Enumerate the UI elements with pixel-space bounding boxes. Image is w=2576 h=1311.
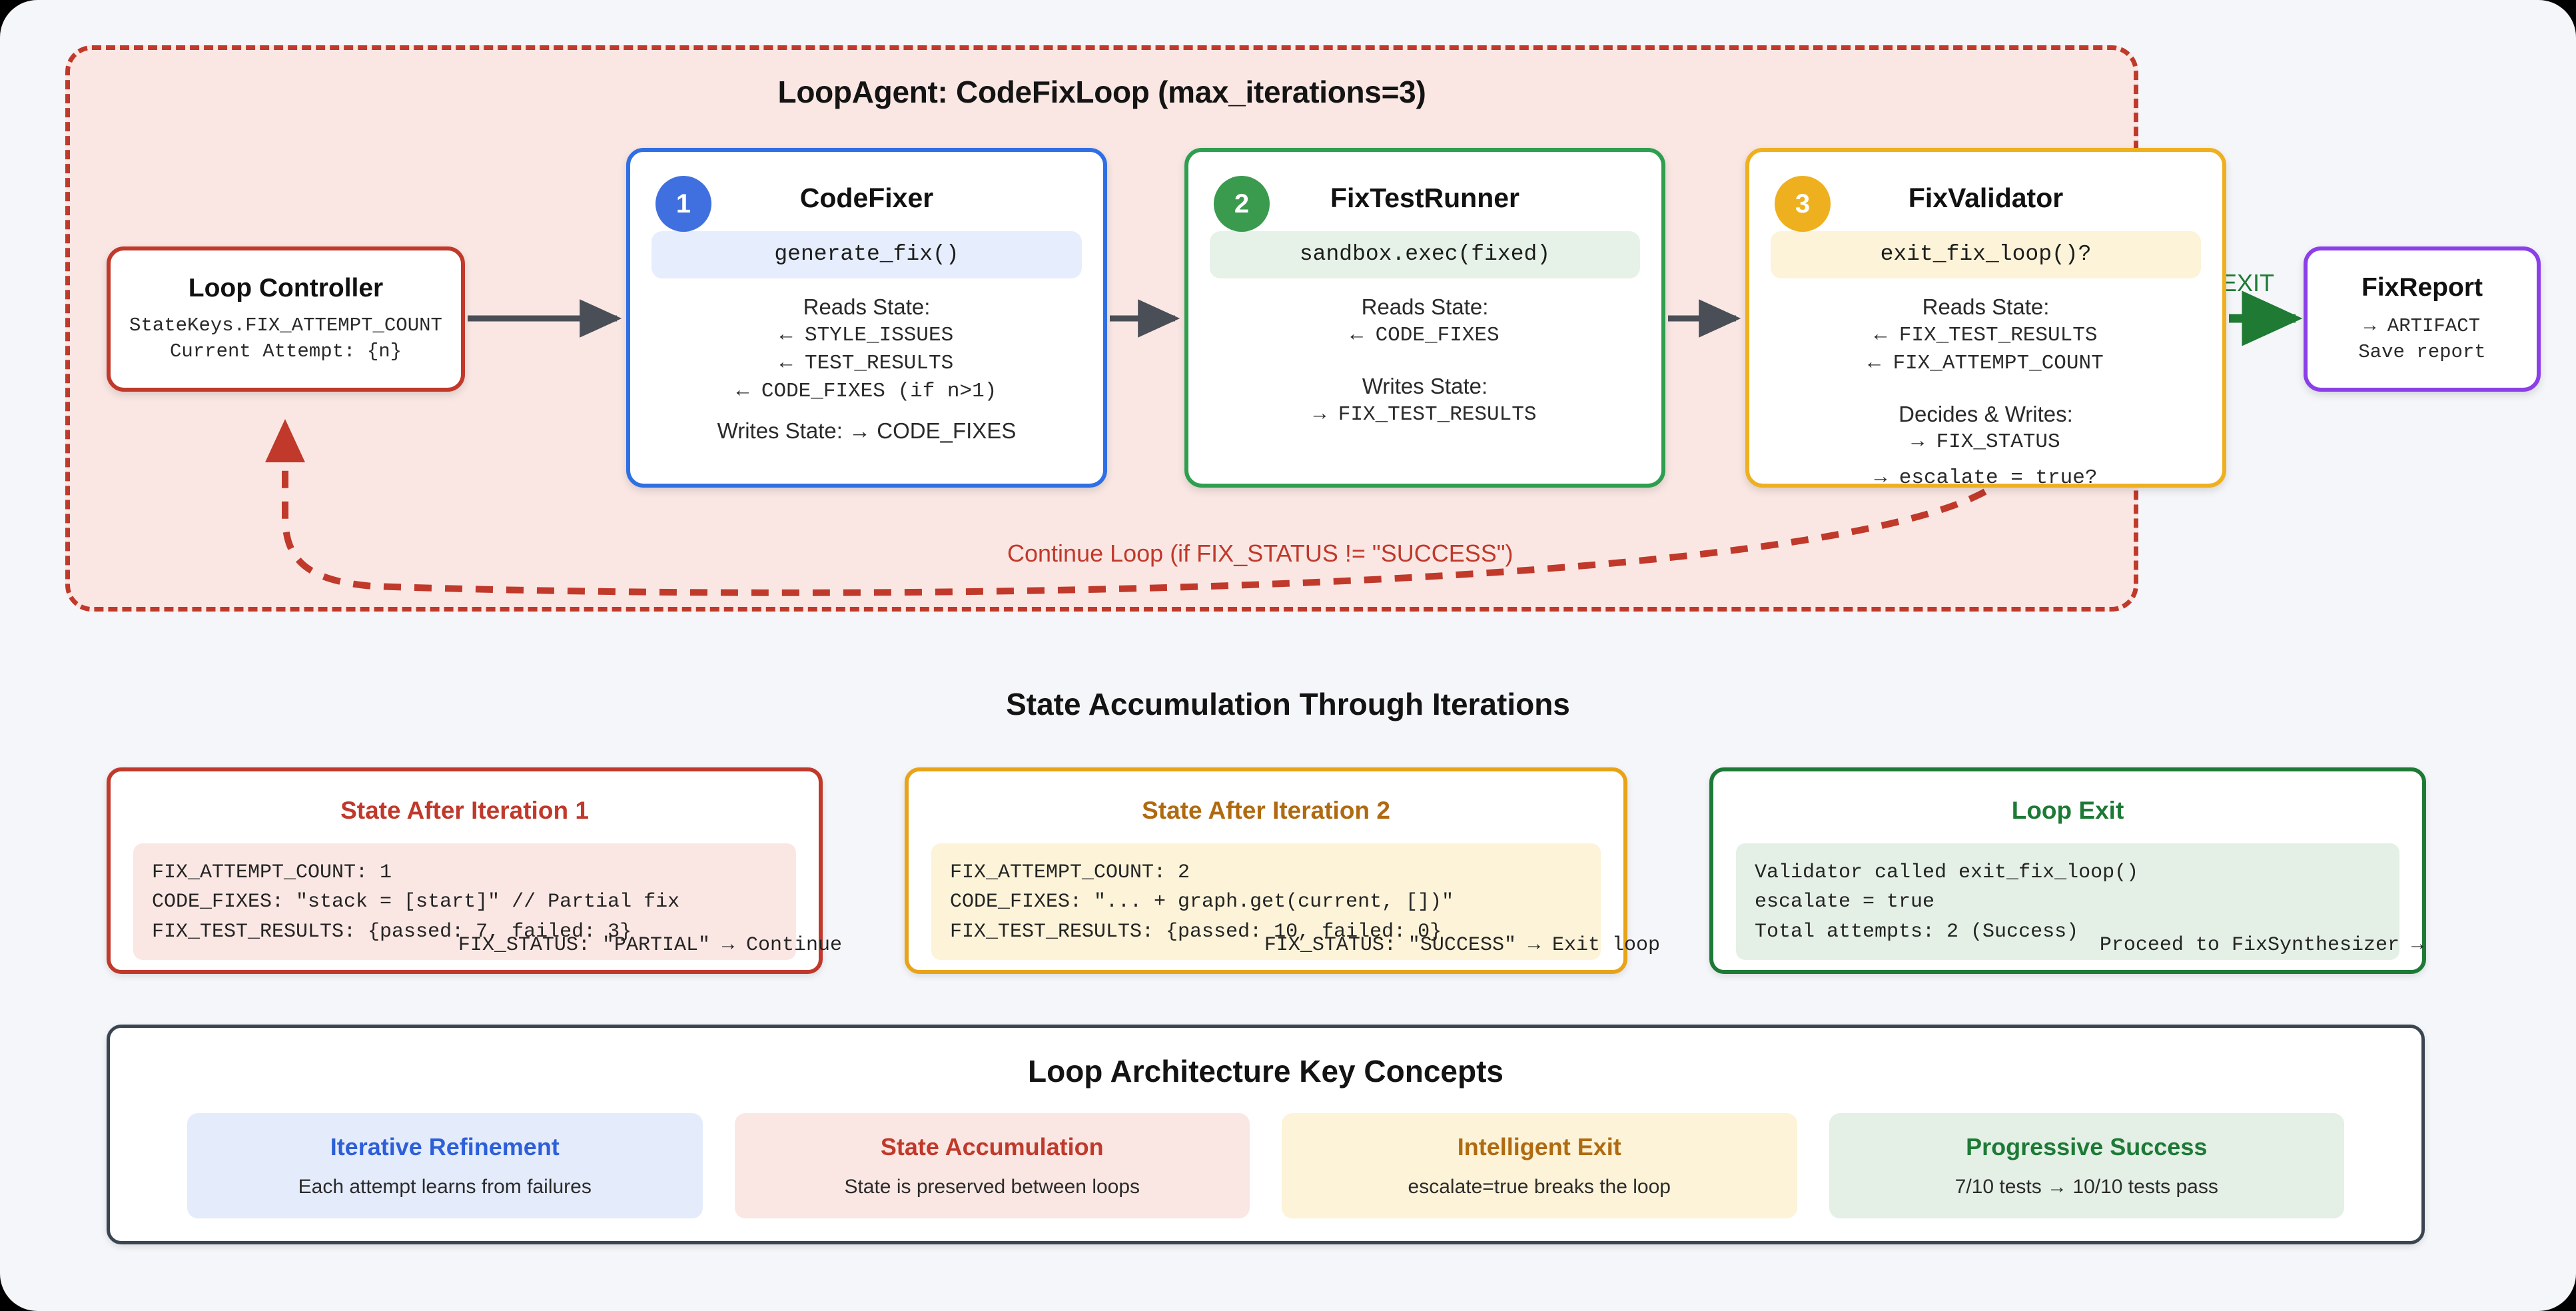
agent-node-codefixer[interactable]: 1 CodeFixer generate_fix() Reads State: … [626, 148, 1107, 488]
state-card-title: State After Iteration 1 [340, 797, 589, 824]
agent-title-codefixer: CodeFixer [799, 183, 934, 213]
key-concept-card[interactable]: Progressive Success 7/10 tests → 10/10 t… [1829, 1113, 2344, 1218]
reads-item: ← FIX_TEST_RESULTS [1874, 323, 2098, 347]
agent-node-fixvalidator[interactable]: 3 FixValidator exit_fix_loop()? Reads St… [1745, 148, 2226, 488]
key-concepts-row: Iterative Refinement Each attempt learns… [187, 1113, 2344, 1218]
key-concept-sub: 7/10 tests → 10/10 tests pass [1954, 1176, 2218, 1198]
reads-item: ← CODE_FIXES [1350, 323, 1500, 347]
fixreport-node[interactable]: FixReport → ARTIFACT Save report [2304, 246, 2541, 392]
loop-title: LoopAgent: CodeFixLoop (max_iterations=3… [777, 75, 1426, 109]
state-section-heading: State Accumulation Through Iterations [1006, 687, 1570, 721]
state-card-footer: Proceed to FixSynthesizer → [2099, 934, 2423, 957]
loop-controller-node[interactable]: Loop Controller StateKeys.FIX_ATTEMPT_CO… [107, 246, 465, 392]
state-line: FIX_ATTEMPT_COUNT: 1 [152, 861, 392, 884]
reads-item: ← CODE_FIXES (if n>1) [736, 379, 997, 403]
spacer [1188, 350, 1661, 372]
loop-controller-statekey: StateKeys.FIX_ATTEMPT_COUNT [129, 314, 442, 336]
reads-item: ← FIX_ATTEMPT_COUNT [1868, 351, 2104, 375]
exit-label: EXIT [2221, 269, 2275, 296]
key-concept-card[interactable]: State Accumulation State is preserved be… [734, 1113, 1250, 1218]
key-concepts-panel: Loop Architecture Key Concepts Iterative… [107, 1025, 2425, 1244]
step-badge-2: 2 [1214, 176, 1270, 232]
agent-call-fixtestrunner: sandbox.exec(fixed) [1210, 231, 1640, 278]
writes-label-fixtestrunner: Writes State: [1362, 373, 1488, 398]
agent-title-fixvalidator: FixValidator [1908, 183, 2064, 213]
state-line: FIX_TEST_RESULTS: {passed: 7, failed: 3} [152, 920, 632, 943]
state-card-body: FIX_ATTEMPT_COUNT: 1 CODE_FIXES: "stack … [133, 843, 796, 961]
state-line: Total attempts: 2 (Success) [1755, 920, 2079, 943]
key-concept-card[interactable]: Iterative Refinement Each attempt learns… [187, 1113, 703, 1218]
state-card[interactable]: State After Iteration 2 FIX_ATTEMPT_COUN… [905, 767, 1660, 974]
state-line: FIX_ATTEMPT_COUNT: 2 [950, 861, 1190, 884]
agent-call-fixvalidator: exit_fix_loop()? [1771, 231, 2201, 278]
fixreport-save: Save report [2358, 341, 2486, 363]
key-concept-sub: State is preserved between loops [844, 1176, 1140, 1198]
state-line: FIX_TEST_RESULTS: {passed: 10, failed: 0… [950, 920, 1442, 943]
reads-label-codefixer: Reads State: [803, 294, 931, 319]
writes-label-fixvalidator: Decides & Writes: [1899, 401, 2073, 426]
state-line: Validator called exit_fix_loop() [1755, 861, 2139, 884]
agent-call-codefixer: generate_fix() [651, 231, 1082, 278]
continue-loop-label: Continue Loop (if FIX_STATUS != "SUCCESS… [1007, 540, 1513, 567]
state-card-body: FIX_ATTEMPT_COUNT: 2 CODE_FIXES: "... + … [931, 843, 1601, 961]
spacer [1749, 378, 2222, 400]
key-concept-card[interactable]: Intelligent Exit escalate=true breaks th… [1282, 1113, 1797, 1218]
reads-label-fixvalidator: Reads State: [1922, 294, 2050, 319]
key-concepts-heading: Loop Architecture Key Concepts [1028, 1054, 1503, 1089]
reads-item: ← TEST_RESULTS [779, 351, 954, 375]
key-concept-title: State Accumulation [880, 1133, 1104, 1160]
state-card-title: Loop Exit [2011, 797, 2124, 824]
state-line: CODE_FIXES: "... + graph.get(current, []… [950, 891, 1454, 914]
agent-node-fixtestrunner[interactable]: 2 FixTestRunner sandbox.exec(fixed) Read… [1184, 148, 1665, 488]
state-card-footer: FIX_STATUS: "SUCCESS" → Exit loop [1264, 934, 1660, 957]
loop-controller-attempt: Current Attempt: {n} [169, 340, 402, 362]
writes-item: → FIX_TEST_RESULTS [1313, 402, 1537, 426]
step-badge-1: 1 [655, 176, 711, 232]
fixreport-artifact: → ARTIFACT [2363, 314, 2481, 337]
state-card-title: State After Iteration 2 [1142, 797, 1390, 824]
key-concept-title: Intelligent Exit [1457, 1133, 1621, 1160]
state-line: CODE_FIXES: "stack = [start]" // Partial… [152, 891, 680, 914]
key-concept-sub: Each attempt learns from failures [298, 1176, 592, 1198]
key-concept-title: Progressive Success [1966, 1133, 2208, 1160]
state-card-body: Validator called exit_fix_loop() escalat… [1736, 843, 2399, 961]
loop-controller-title: Loop Controller [188, 273, 384, 302]
key-concept-sub: escalate=true breaks the loop [1408, 1176, 1671, 1198]
reads-item: ← STYLE_ISSUES [779, 323, 954, 347]
state-card[interactable]: Loop Exit Validator called exit_fix_loop… [1709, 767, 2426, 974]
state-card[interactable]: State After Iteration 1 FIX_ATTEMPT_COUN… [107, 767, 842, 974]
reads-label-fixtestrunner: Reads State: [1361, 294, 1489, 319]
state-line: escalate = true [1755, 891, 1935, 914]
fixreport-title: FixReport [2361, 272, 2483, 302]
validator-escalate-line: → escalate = true? [1874, 466, 2098, 490]
state-card-footer: FIX_STATUS: "PARTIAL" → Continue [458, 934, 842, 957]
key-concept-title: Iterative Refinement [330, 1133, 560, 1160]
agent-title-fixtestrunner: FixTestRunner [1330, 183, 1519, 213]
writes-label-codefixer: Writes State: → CODE_FIXES [717, 418, 1017, 444]
arrow-continue-loop [265, 419, 1987, 596]
writes-item: → FIX_STATUS [1911, 430, 2060, 454]
step-badge-3: 3 [1775, 176, 1831, 232]
